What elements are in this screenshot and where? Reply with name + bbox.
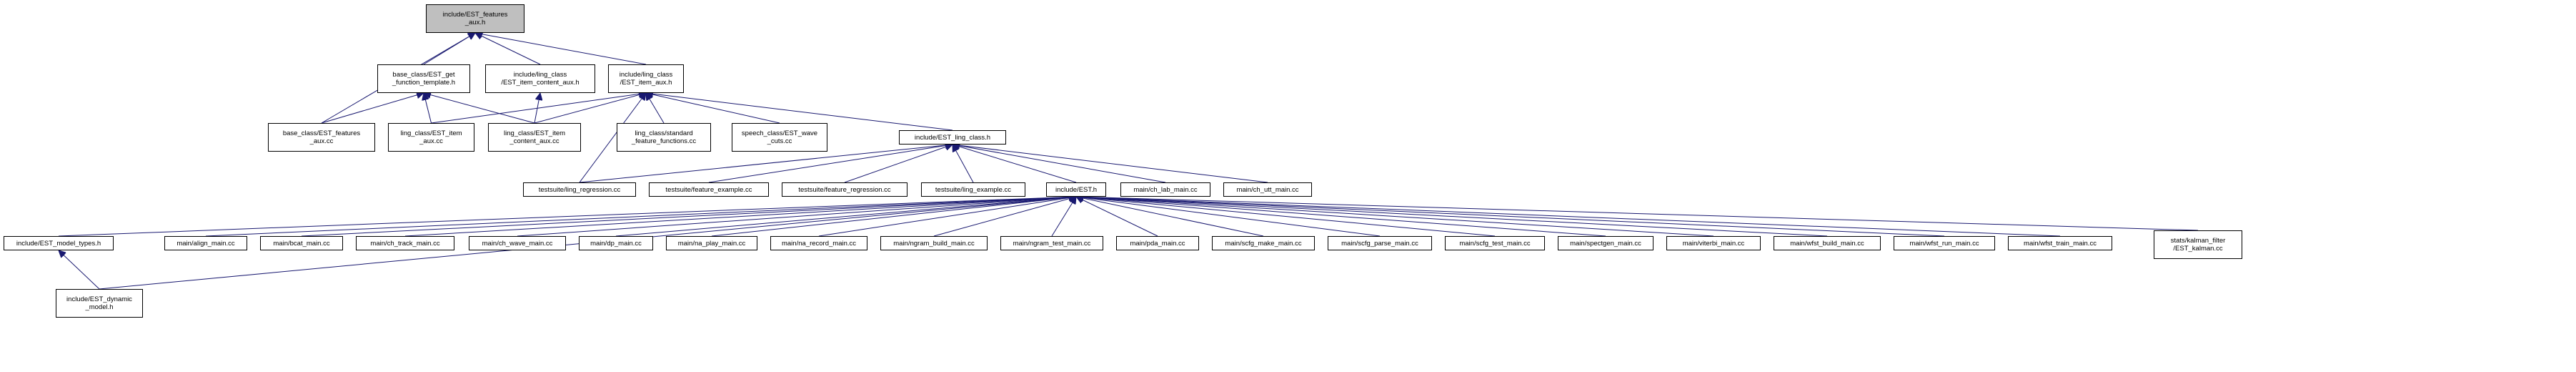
node-feature-example[interactable]: testsuite/feature_example.cc [649,182,769,197]
node-feature-regression[interactable]: testsuite/feature_regression.cc [782,182,907,197]
edge-n_get_func-n_features_aux_cc [321,93,424,124]
edge-n_est_h-n_spectgen [1076,197,1606,237]
edge-n_est_h-n_scfg_parse [1076,197,1381,237]
edge-n_item_aux_h-n_item_content_cc [534,93,646,124]
node-standard-feature-functions[interactable]: ling_class/standard _feature_functions.c… [617,123,711,152]
node-wfst-train-main[interactable]: main/wfst_train_main.cc [2008,236,2112,250]
edge-n_ling_class_h-n_est_h [953,145,1077,183]
node-ch-utt-main[interactable]: main/ch_utt_main.cc [1223,182,1312,197]
edges [58,33,2199,290]
node-wave-cuts[interactable]: speech_class/EST_wave _cuts.cc [732,123,827,152]
node-wfst-build-main[interactable]: main/wfst_build_main.cc [1774,236,1881,250]
node-align-main[interactable]: main/align_main.cc [164,236,247,250]
edge-n_ling_class_h-n_feature_regression [844,145,953,183]
node-ch-track-main[interactable]: main/ch_track_main.cc [356,236,454,250]
edge-n_ling_class_h-n_feature_example [708,145,953,183]
edge-n_item_aux_h-n_ling_class_h [646,93,953,131]
node-ngram-build-main[interactable]: main/ngram_build_main.cc [880,236,988,250]
node-viterbi-main[interactable]: main/viterbi_main.cc [1666,236,1761,250]
edge-n_est_h-n_ngram_test [1051,197,1076,237]
edge-n_ling_class_h-n_ch_utt [953,145,1268,183]
node-model-types-h[interactable]: include/EST_model_types.h [4,236,114,250]
node-pda-main[interactable]: main/pda_main.cc [1116,236,1199,250]
node-dp-main[interactable]: main/dp_main.cc [579,236,653,250]
edge-root-n_item_content_h [475,33,541,65]
edge-n_ling_class_h-n_ch_lab [953,145,1166,183]
edge-n_est_h-n_kalman [1076,197,2199,231]
node-ch-lab-main[interactable]: main/ch_lab_main.cc [1120,182,1210,197]
edge-n_ling_class_h-n_ling_example [953,145,974,183]
edge-n_est_h-n_ngram_build [933,197,1076,237]
node-na-record-main[interactable]: main/na_record_main.cc [770,236,867,250]
node-ngram-test-main[interactable]: main/ngram_test_main.cc [1000,236,1103,250]
node-item-aux-h[interactable]: include/ling_class /EST_item_aux.h [608,64,684,93]
edge-n_est_h-n_ch_wave [517,197,1076,237]
edge-n_est_h-n_wfst_build [1076,197,1828,237]
edge-n_est_h-n_pda [1076,197,1158,237]
edge-n_get_func-n_item_content_cc [424,93,535,124]
node-wfst-run-main[interactable]: main/wfst_run_main.cc [1894,236,1995,250]
node-spectgen-main[interactable]: main/spectgen_main.cc [1558,236,1653,250]
node-na-play-main[interactable]: main/na_play_main.cc [666,236,757,250]
edge-n_est_h-n_scfg_test [1076,197,1496,237]
edge-n_item_aux_h-n_wave_cuts [646,93,780,124]
node-ch-wave-main[interactable]: main/ch_wave_main.cc [469,236,566,250]
edge-n_est_h-n_scfg_make [1076,197,1264,237]
node-ling-regression[interactable]: testsuite/ling_regression.cc [523,182,636,197]
edge-n_est_h-n_ch_track [404,197,1076,237]
node-ling-class-h[interactable]: include/EST_ling_class.h [899,130,1006,145]
edge-n_est_h-n_na_play [711,197,1076,237]
edge-n_est_h-n_wfst_run [1076,197,1945,237]
node-ling-example[interactable]: testsuite/ling_example.cc [921,182,1025,197]
node-root: include/EST_features _aux.h [426,4,524,33]
node-get-function-template[interactable]: base_class/EST_get _function_template.h [377,64,470,93]
node-scfg-parse-main[interactable]: main/scfg_parse_main.cc [1328,236,1432,250]
node-bcat-main[interactable]: main/bcat_main.cc [260,236,343,250]
edge-root-n_item_aux_h [475,33,647,65]
edge-n_est_h-n_bcat [301,197,1076,237]
node-scfg-make-main[interactable]: main/scfg_make_main.cc [1212,236,1315,250]
edge-n_item_aux_h-n_ling_regression [579,93,646,183]
edge-n_est_h-n_model_types [58,197,1076,237]
edge-n_item_aux_h-n_item_aux_cc [431,93,647,124]
edge-n_est_h-n_dp [615,197,1076,237]
edge-n_est_h-n_align [205,197,1076,237]
node-item-content-aux-cc[interactable]: ling_class/EST_item _content_aux.cc [488,123,581,152]
node-est-h[interactable]: include/EST.h [1046,182,1106,197]
edge-n_est_h-n_na_record [818,197,1076,237]
node-features-aux-cc[interactable]: base_class/EST_features _aux.cc [268,123,375,152]
node-est-kalman[interactable]: stats/kalman_filter /EST_kalman.cc [2154,230,2242,259]
edge-n_model_types-n_dynamic_model [59,250,100,290]
node-item-content-aux-h[interactable]: include/ling_class /EST_item_content_aux… [485,64,595,93]
node-item-aux-cc[interactable]: ling_class/EST_item _aux.cc [388,123,474,152]
node-dynamic-model-h[interactable]: include/EST_dynamic _model.h [56,289,143,318]
edge-n_ling_class_h-n_ling_regression [579,145,953,183]
node-scfg-test-main[interactable]: main/scfg_test_main.cc [1445,236,1545,250]
edge-n_est_h-n_wfst_train [1076,197,2061,237]
edge-n_est_h-n_viterbi [1076,197,1714,237]
